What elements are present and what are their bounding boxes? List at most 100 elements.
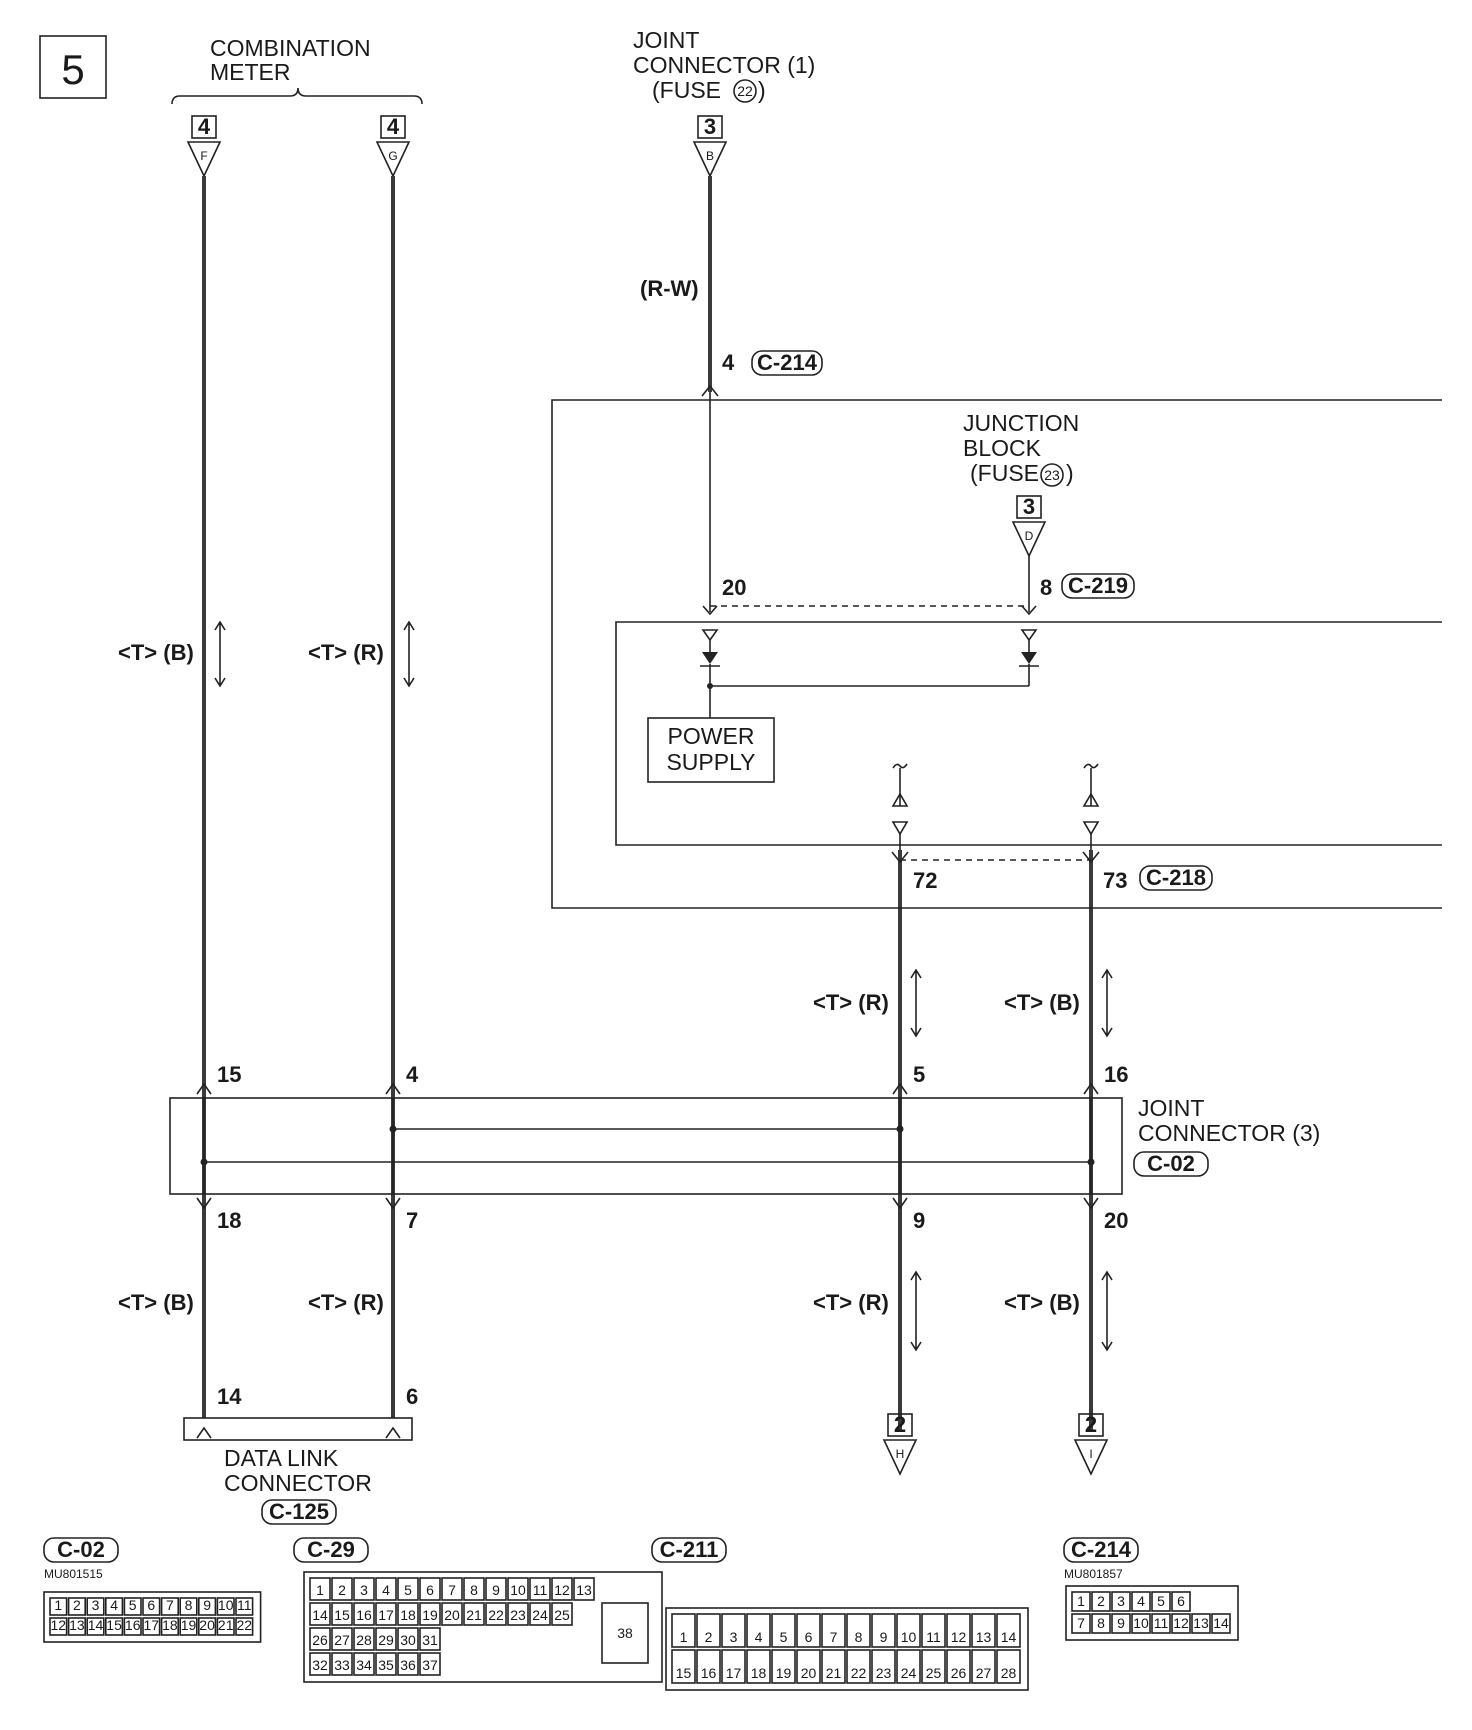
connector-pin: 15 — [334, 1607, 350, 1623]
ref-page3-b[interactable]: 3 B — [692, 114, 728, 178]
page-number: 5 — [39, 35, 107, 99]
connector-pin: 3 — [730, 1629, 738, 1645]
connector-pin: 1 — [680, 1629, 688, 1645]
connector-view-id: C-29 — [307, 1537, 355, 1562]
svg-text:CONNECTOR: CONNECTOR — [224, 1470, 372, 1496]
connector-pin: 23 — [510, 1607, 526, 1623]
connector-pin: 2 — [1097, 1593, 1105, 1609]
power-supply-box: POWER SUPPLY — [647, 717, 775, 783]
svg-text:5: 5 — [61, 46, 84, 93]
connector-pin: 35 — [378, 1657, 394, 1673]
ref-page4-f[interactable]: 4 F — [186, 114, 222, 178]
connector-pin: 8 — [185, 1597, 193, 1613]
connector-pin: 19 — [181, 1617, 197, 1633]
connector-pin: 18 — [162, 1617, 178, 1633]
junction-block: JUNCTION BLOCK (FUSE 23 ) — [551, 399, 1442, 909]
connector-pin: 1 — [54, 1597, 62, 1613]
connector-pin: 20 — [801, 1665, 817, 1681]
internal-arrows-73 — [1082, 763, 1100, 850]
svg-text:2: 2 — [1085, 1412, 1097, 1437]
connector-pin: 22 — [851, 1665, 867, 1681]
junction-block-pins-bottom: 72 73 C-218 — [891, 851, 1213, 893]
svg-text:D: D — [1025, 529, 1034, 543]
connector-pin: 23 — [876, 1665, 892, 1681]
svg-text:F: F — [200, 149, 207, 163]
svg-text:CONNECTOR (1): CONNECTOR (1) — [633, 52, 815, 78]
connector-pin: 16 — [125, 1617, 141, 1633]
connector-pin: 5 — [780, 1629, 788, 1645]
junction-block-pins-top: 20 8 C-219 — [702, 573, 1135, 616]
connector-pin: 1 — [1077, 1593, 1085, 1609]
ref-page2-h[interactable]: 2 H — [882, 1412, 918, 1476]
connector-pin: 11 — [1154, 1615, 1169, 1631]
ref-page3-d[interactable]: 3 D — [1011, 494, 1047, 558]
connector-pin: 16 — [701, 1665, 717, 1681]
svg-text:C-218: C-218 — [1146, 865, 1206, 890]
connector-pin: 16 — [356, 1607, 372, 1623]
connector-pin: 2 — [705, 1629, 713, 1645]
connector-pin: 3 — [360, 1582, 368, 1598]
joint-connector-1-label: JOINT CONNECTOR (1) (FUSE 22 ) — [633, 27, 815, 103]
connector-pin: 28 — [356, 1632, 372, 1648]
svg-text:7: 7 — [406, 1208, 418, 1233]
connector-pin: 30 — [400, 1632, 416, 1648]
connector-pin: 25 — [926, 1665, 942, 1681]
connector-pin: 12 — [951, 1629, 967, 1645]
connector-pin: 2 — [338, 1582, 346, 1598]
connector-pin: 4 — [1137, 1593, 1145, 1609]
connector-pin: 6 — [147, 1597, 155, 1613]
svg-text:JUNCTION: JUNCTION — [963, 410, 1079, 436]
connector-pin: 22 — [237, 1617, 253, 1633]
svg-text:C-02: C-02 — [1147, 1151, 1195, 1176]
svg-text:CONNECTOR (3): CONNECTOR (3) — [1138, 1120, 1320, 1146]
svg-text:JOINT: JOINT — [1138, 1095, 1204, 1121]
svg-text:4: 4 — [722, 350, 735, 375]
svg-text:<T> (B): <T> (B) — [118, 1290, 194, 1315]
connector-pin: 3 — [1117, 1593, 1125, 1609]
svg-text:<T> (R): <T> (R) — [813, 1290, 889, 1315]
connector-pin: 2 — [73, 1597, 81, 1613]
connector-pin: 13 — [69, 1617, 85, 1633]
combination-meter-label: COMBINATION METER — [171, 35, 423, 105]
svg-text:4: 4 — [198, 114, 211, 139]
connector-pin: 32 — [312, 1657, 328, 1673]
svg-text:B: B — [706, 149, 714, 163]
svg-text:): ) — [758, 77, 766, 103]
svg-text:14: 14 — [217, 1384, 242, 1409]
connector-pin: 6 — [426, 1582, 434, 1598]
connector-view-id: C-02 — [57, 1537, 105, 1562]
svg-text:<T> (B): <T> (B) — [118, 640, 194, 665]
svg-text:): ) — [1066, 460, 1074, 486]
svg-text:20: 20 — [1104, 1208, 1128, 1233]
svg-text:C-214: C-214 — [757, 350, 818, 375]
svg-text:BLOCK: BLOCK — [963, 435, 1042, 461]
connector-pin: 10 — [510, 1582, 526, 1598]
ref-page2-i[interactable]: 2 I — [1073, 1412, 1109, 1476]
svg-text:72: 72 — [913, 868, 937, 893]
svg-text:C-219: C-219 — [1068, 573, 1128, 598]
connector-pin: 11 — [926, 1629, 941, 1645]
connector-pin: 15 — [106, 1617, 122, 1633]
connector-pin: 13 — [576, 1582, 592, 1598]
connector-pin: 31 — [422, 1632, 438, 1648]
svg-text:9: 9 — [913, 1208, 925, 1233]
ref-page4-g[interactable]: 4 G — [375, 114, 411, 178]
svg-text:<T> (R): <T> (R) — [308, 640, 384, 665]
connector-pin: 7 — [1077, 1615, 1085, 1631]
connector-c214-callout: 4 C-214 — [701, 350, 823, 397]
connector-pin: 9 — [880, 1629, 888, 1645]
connector-pin: 5 — [129, 1597, 137, 1613]
connector-pin: 36 — [400, 1657, 416, 1673]
connector-pin: 4 — [110, 1597, 118, 1613]
connector-pin: 11 — [533, 1582, 548, 1598]
connector-pin: 24 — [532, 1607, 548, 1623]
connector-pin: 6 — [805, 1629, 813, 1645]
connector-pin: 29 — [378, 1632, 394, 1648]
internal-arrows-72 — [891, 763, 909, 850]
